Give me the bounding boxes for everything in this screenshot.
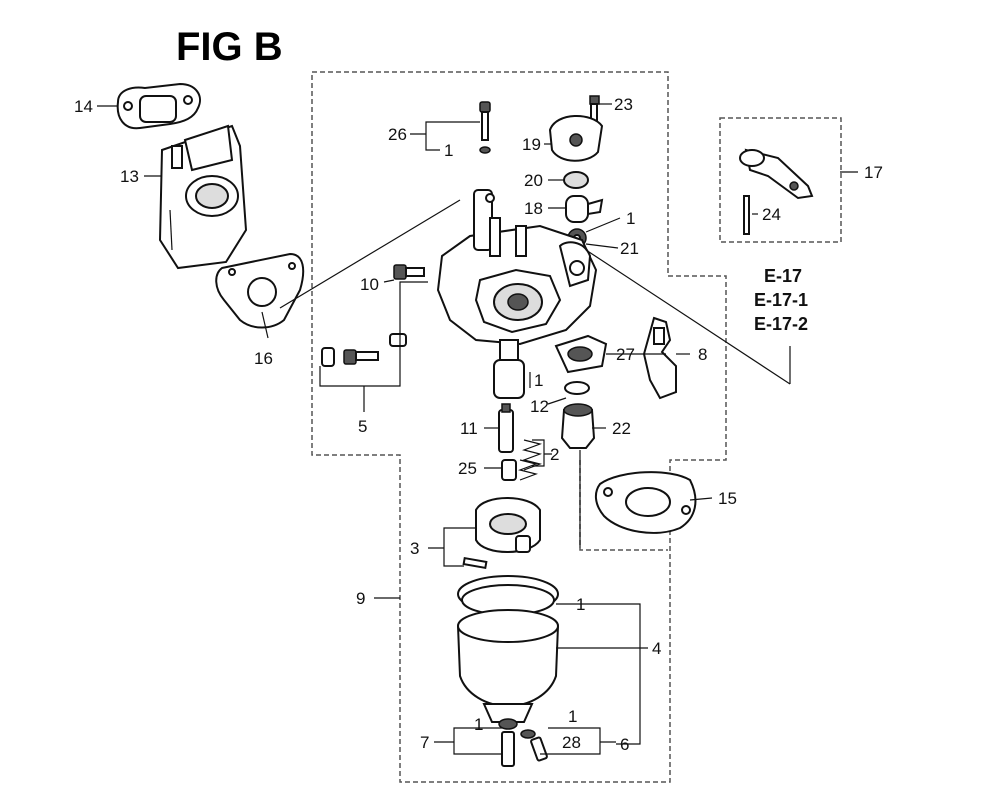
callout-7: 7	[420, 733, 429, 752]
gasket-16	[215, 252, 305, 329]
float-8	[642, 316, 677, 400]
callout-12: 12	[530, 397, 549, 416]
assembly-boundary	[311, 71, 727, 783]
choke-lever-box	[719, 117, 842, 243]
gasket-15	[594, 471, 697, 534]
callout-11: 11	[460, 419, 478, 438]
holder-22	[560, 403, 596, 449]
gasket-14	[116, 82, 201, 130]
bowl-group-boundary	[579, 460, 668, 551]
callout-25: 25	[458, 459, 477, 478]
figure-title: FIG B	[176, 25, 283, 69]
plate-27	[554, 334, 608, 374]
callout-14: 14	[74, 97, 93, 116]
leader-lines	[97, 103, 858, 755]
callout-8: 8	[698, 345, 707, 364]
callout-6: 6	[620, 735, 629, 754]
callout-10: 10	[360, 275, 379, 294]
callout-5: 5	[358, 417, 367, 436]
callout-1-e: 1	[474, 715, 483, 734]
screw-10	[393, 264, 425, 280]
callout-24: 24	[762, 205, 781, 224]
callout-19: 19	[522, 135, 541, 154]
callout-numbers: 14 13 16 26 1 23 19 20 18 1 21 17 24 10 …	[74, 95, 883, 754]
insulator-13	[158, 124, 248, 270]
callout-15: 15	[718, 489, 737, 508]
callout-20: 20	[524, 171, 543, 190]
oring-12	[564, 381, 590, 395]
jet-holder-18	[565, 195, 604, 223]
callout-13: 13	[120, 167, 139, 186]
washer-20	[563, 171, 589, 189]
callout-9: 9	[356, 589, 365, 608]
callout-17: 17	[864, 163, 883, 182]
choke-lever-17	[739, 148, 814, 200]
cap-19	[548, 114, 604, 162]
ref-e17-2: E-17-2	[754, 314, 808, 334]
float-bowl-4	[456, 575, 560, 723]
callout-2: 2	[550, 445, 559, 464]
ref-e17: E-17	[764, 266, 802, 286]
callout-1-a: 1	[444, 141, 453, 160]
reference-labels: E-17 E-17-1 E-17-2	[754, 266, 808, 334]
pin-24	[743, 195, 750, 235]
callout-3: 3	[410, 539, 419, 558]
springs-2-25	[501, 439, 543, 481]
callout-1-d: 1	[576, 595, 585, 614]
callout-26: 26	[388, 125, 407, 144]
callout-28: 28	[562, 733, 581, 752]
float-3	[462, 497, 541, 570]
callout-1-c: 1	[534, 371, 543, 390]
drain-bolt-7	[498, 718, 518, 767]
carburetor-body	[436, 189, 598, 399]
ref-e17-1: E-17-1	[754, 290, 808, 310]
callout-23: 23	[614, 95, 633, 114]
callout-1-f: 1	[568, 707, 577, 726]
screw-26	[479, 101, 491, 154]
callout-16: 16	[254, 349, 273, 368]
callout-27: 27	[616, 345, 635, 364]
drain-screw-28	[520, 729, 548, 762]
callout-4: 4	[652, 639, 661, 658]
pilot-screw-5	[321, 333, 407, 367]
callout-18: 18	[524, 199, 543, 218]
jet-11	[498, 403, 514, 453]
callout-1-b: 1	[626, 209, 635, 228]
callout-21: 21	[620, 239, 639, 258]
callout-22: 22	[612, 419, 631, 438]
